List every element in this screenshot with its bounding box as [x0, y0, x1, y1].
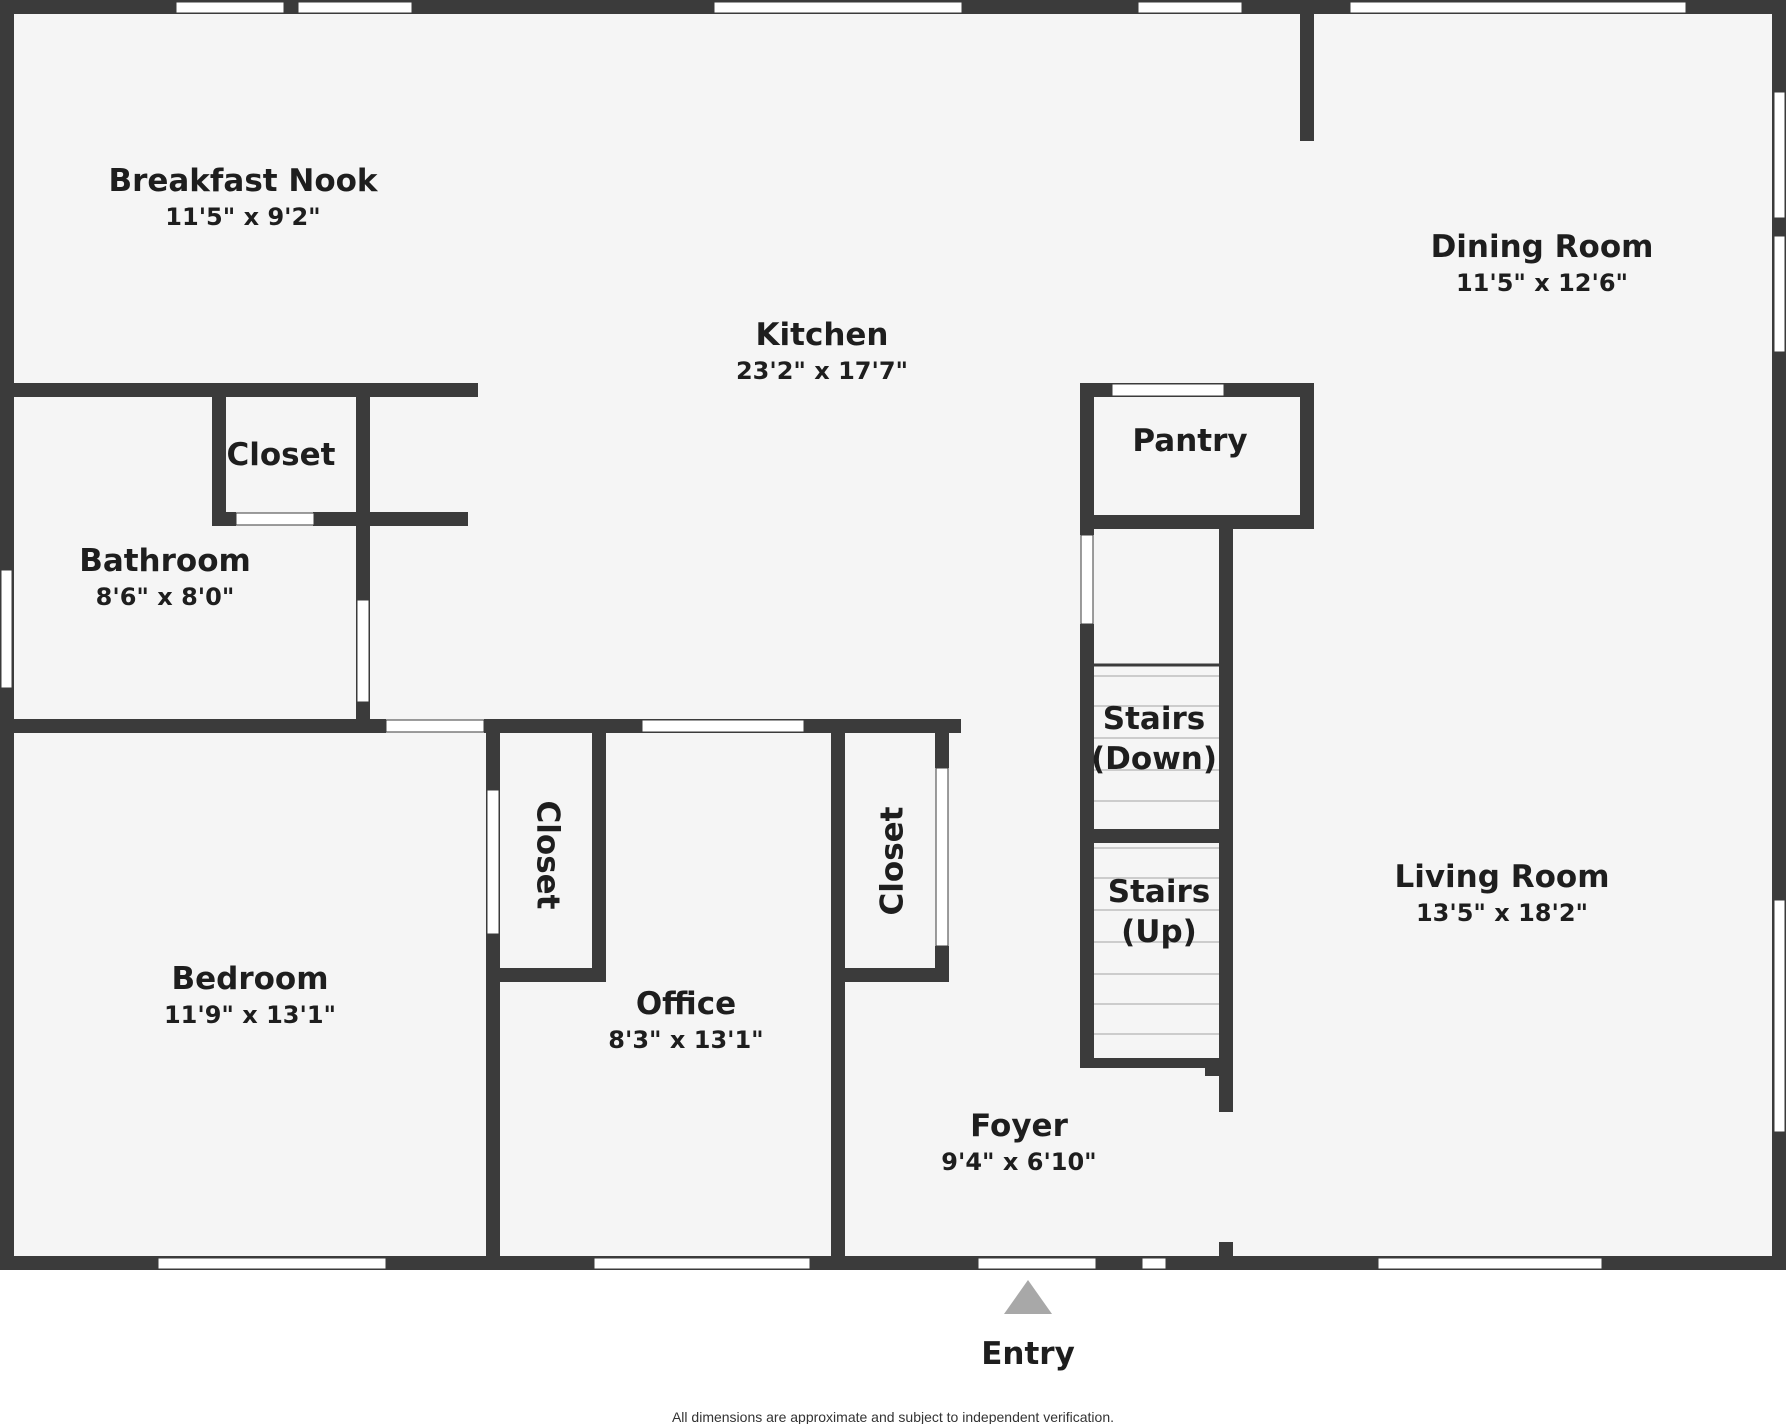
living-room-dims: 13'5" x 18'2"	[1416, 899, 1588, 927]
bedroom-dims: 11'9" x 13'1"	[164, 1001, 336, 1029]
dining-room-dims: 11'5" x 12'6"	[1456, 269, 1628, 297]
bedroom-name: Bedroom	[171, 961, 328, 997]
stairs-down-line1: Stairs	[1103, 701, 1205, 737]
bathroom-dims: 8'6" x 8'0"	[96, 583, 235, 611]
entry-arrow-icon	[1004, 1280, 1052, 1314]
living-room-name: Living Room	[1394, 859, 1609, 895]
stairs-down-line2: (Down)	[1091, 741, 1217, 777]
floor-area	[8, 8, 1778, 1268]
windows	[0, 1, 1786, 1270]
foyer-name: Foyer	[970, 1108, 1068, 1144]
disclaimer-text: All dimensions are approximate and subje…	[672, 1409, 1114, 1424]
office-closet-name: Closet	[875, 806, 911, 915]
bedroom-closet-name: Closet	[530, 801, 566, 910]
walls	[0, 0, 1786, 1270]
kitchen-dims: 23'2" x 17'7"	[736, 357, 908, 385]
office-dims: 8'3" x 13'1"	[608, 1026, 763, 1054]
kitchen-name: Kitchen	[755, 317, 888, 353]
bathroom-name: Bathroom	[79, 543, 251, 579]
stairs-up-line2: (Up)	[1121, 914, 1197, 950]
entry-label: Entry	[981, 1336, 1075, 1372]
office-name: Office	[636, 986, 736, 1022]
dining-room-name: Dining Room	[1431, 229, 1654, 265]
breakfast-nook-dims: 11'5" x 9'2"	[165, 203, 320, 231]
room-labels: Breakfast Nook 11'5" x 9'2" Kitchen 23'2…	[79, 163, 1653, 1176]
upper-closet-name: Closet	[227, 437, 336, 473]
breakfast-nook-name: Breakfast Nook	[108, 163, 378, 199]
stair-treads	[1094, 663, 1219, 1035]
foyer-dims: 9'4" x 6'10"	[941, 1148, 1096, 1176]
stairs-up-line1: Stairs	[1108, 874, 1210, 910]
pantry-name: Pantry	[1132, 423, 1247, 459]
